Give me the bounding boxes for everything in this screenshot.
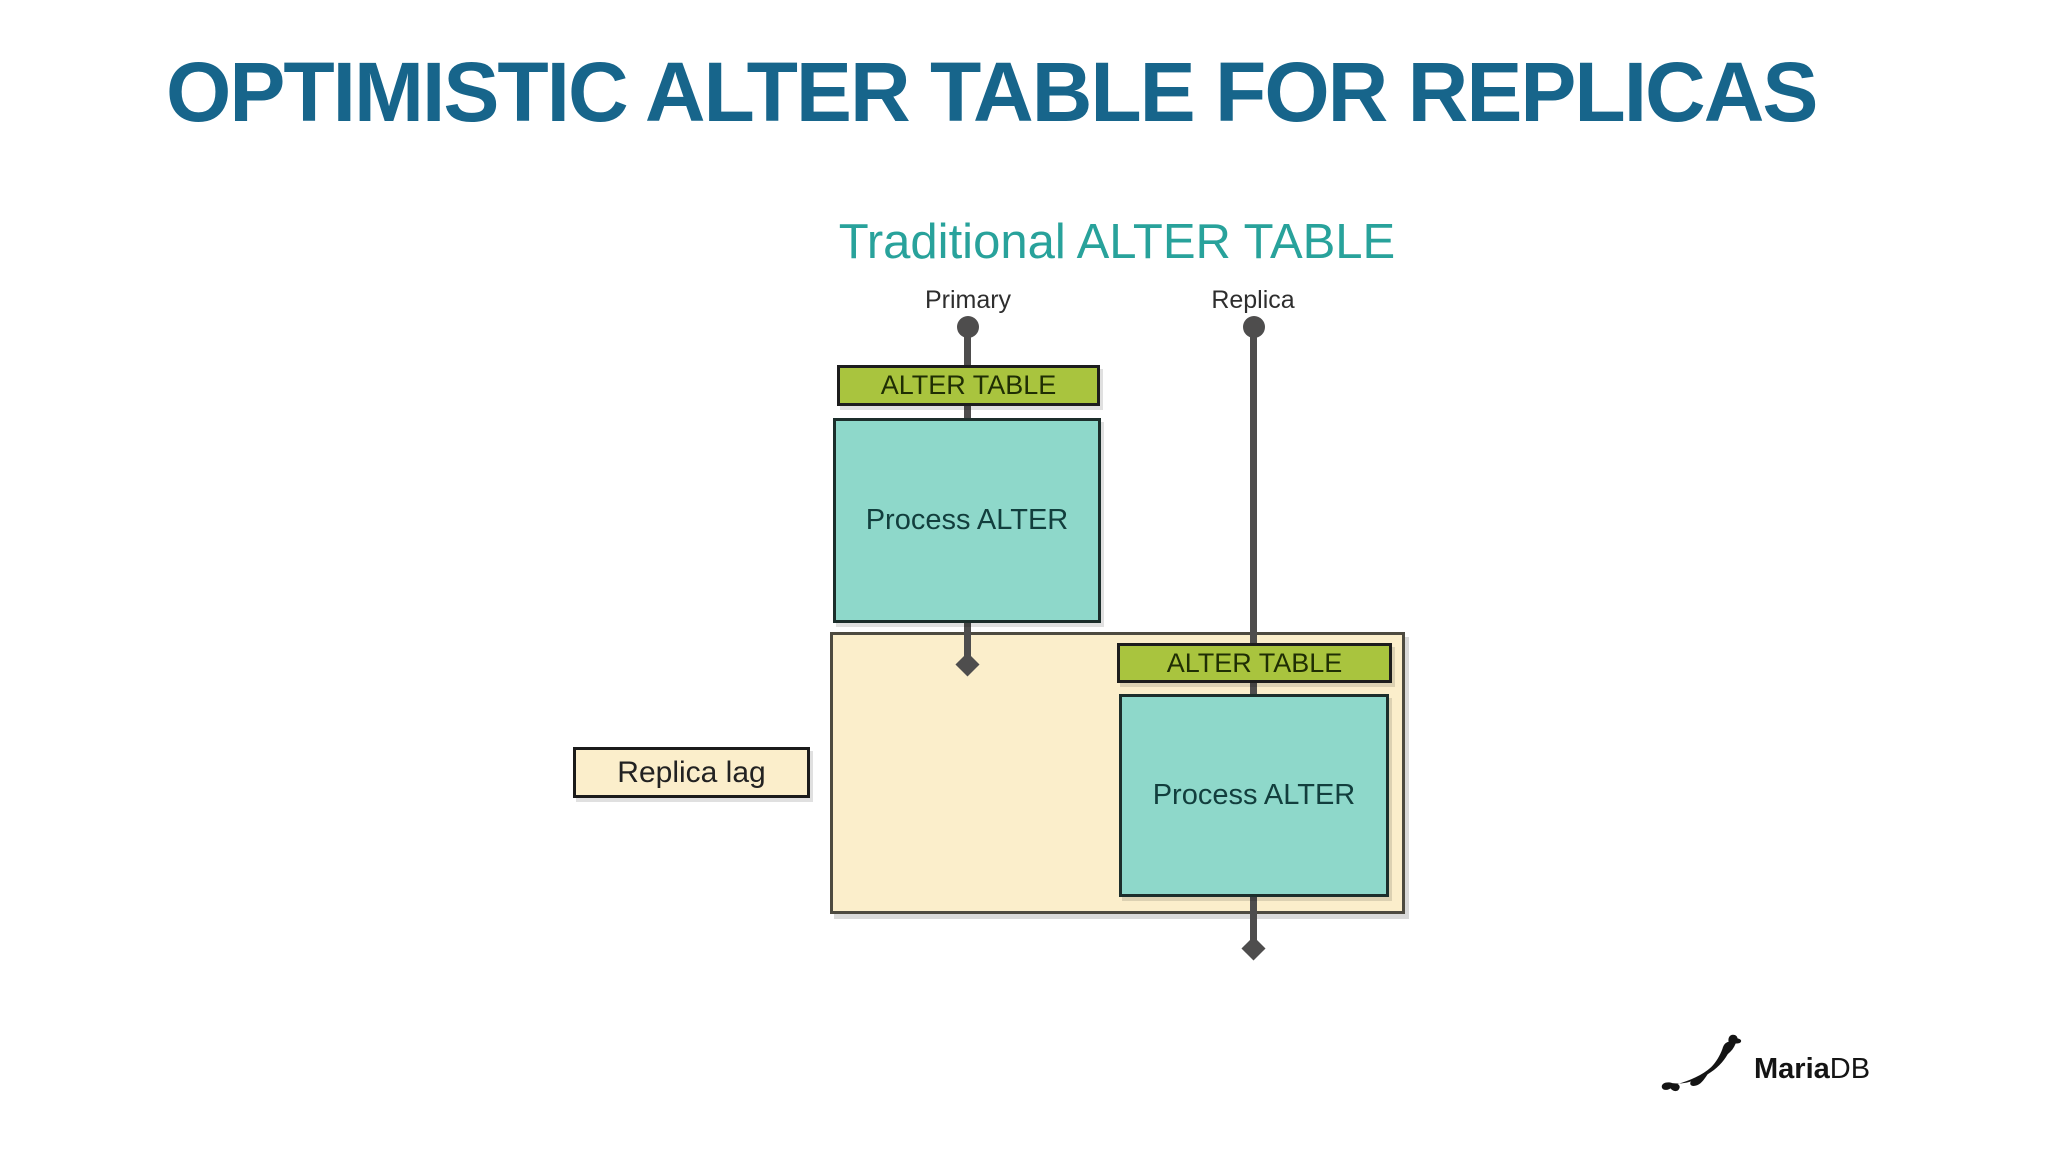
replica-alter-table-box: ALTER TABLE	[1117, 643, 1392, 683]
primary-lifeline-label: Primary	[924, 286, 1012, 314]
replica-arrowhead-icon	[1241, 936, 1266, 961]
mariadb-wordmark-maria: Maria	[1754, 1052, 1830, 1085]
mariadb-logo: MariaDB	[1660, 1026, 1870, 1098]
mariadb-seal-icon	[1661, 1034, 1742, 1092]
replica-lifeline-label: Replica	[1211, 286, 1295, 314]
primary-process-alter-box: Process ALTER	[833, 418, 1101, 623]
diagram-heading: Traditional ALTER TABLE	[838, 215, 1396, 269]
replica-process-alter-box: Process ALTER	[1119, 694, 1389, 897]
mariadb-wordmark-db: DB	[1829, 1052, 1871, 1085]
mariadb-wordmark: MariaDB	[1754, 1052, 1871, 1085]
replica-lifeline	[1250, 327, 1257, 943]
slide-title: OPTIMISTIC ALTER TABLE FOR REPLICAS	[166, 45, 1818, 139]
replica-lag-label-box: Replica lag	[573, 747, 810, 798]
primary-alter-table-box: ALTER TABLE	[837, 365, 1100, 406]
